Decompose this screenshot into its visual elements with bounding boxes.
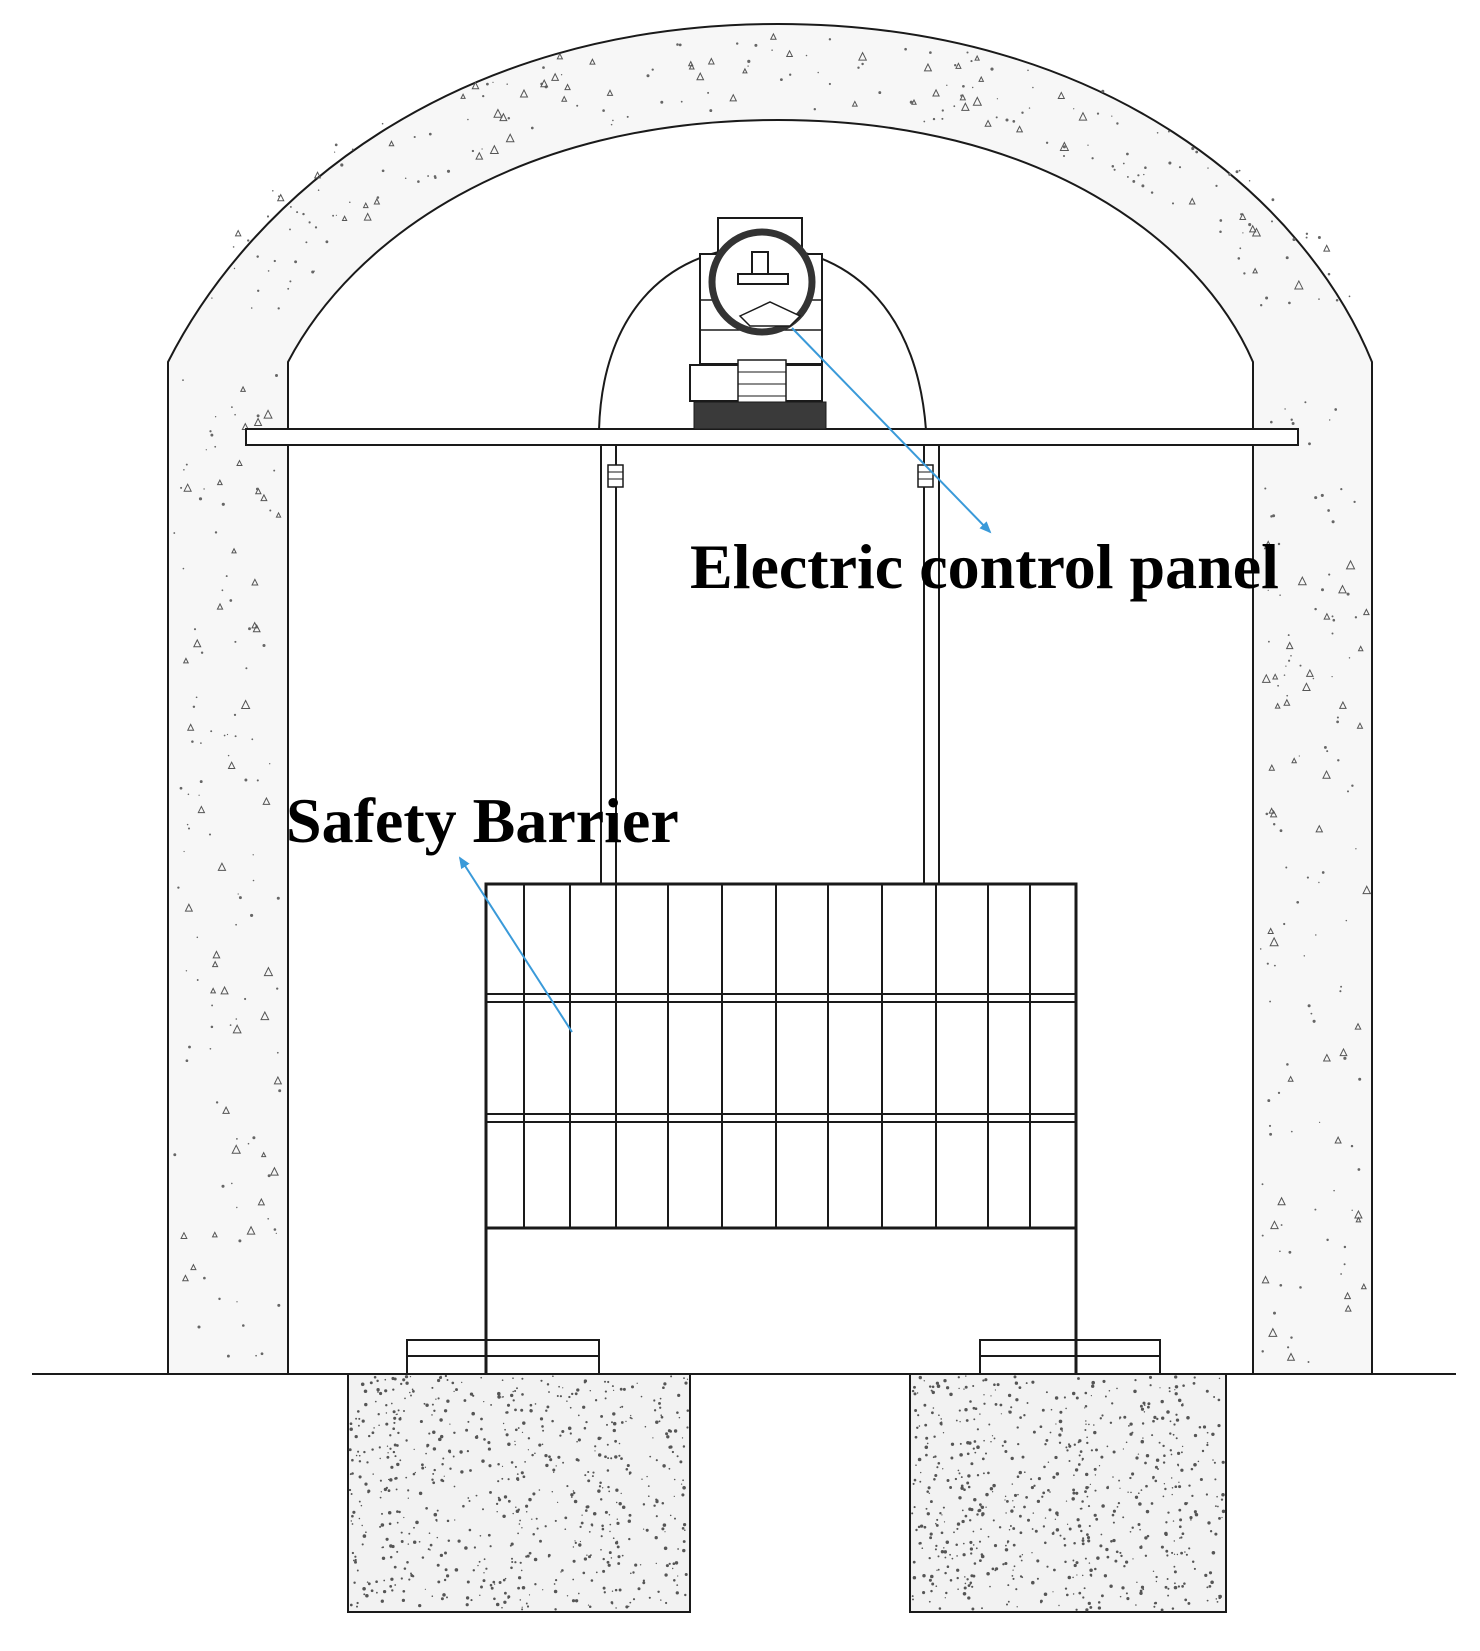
crossbeam [245,428,1299,446]
base-plate-left [406,1339,600,1375]
electric-control-panel-label: Electric control panel [690,531,1279,602]
concrete-texture [173,32,1372,1363]
support-posts [600,438,940,884]
electric-control-panel-unit [689,217,827,430]
electric-control-panel-arrow [791,327,992,534]
base-plate-right [979,1339,1161,1375]
safety-barrier-arrow [458,856,573,1033]
foundation-block-right [909,1373,1227,1613]
safety-barrier [484,882,1078,1374]
safety-barrier-label: Safety Barrier [286,785,679,856]
foundation-texture [348,1374,1226,1612]
